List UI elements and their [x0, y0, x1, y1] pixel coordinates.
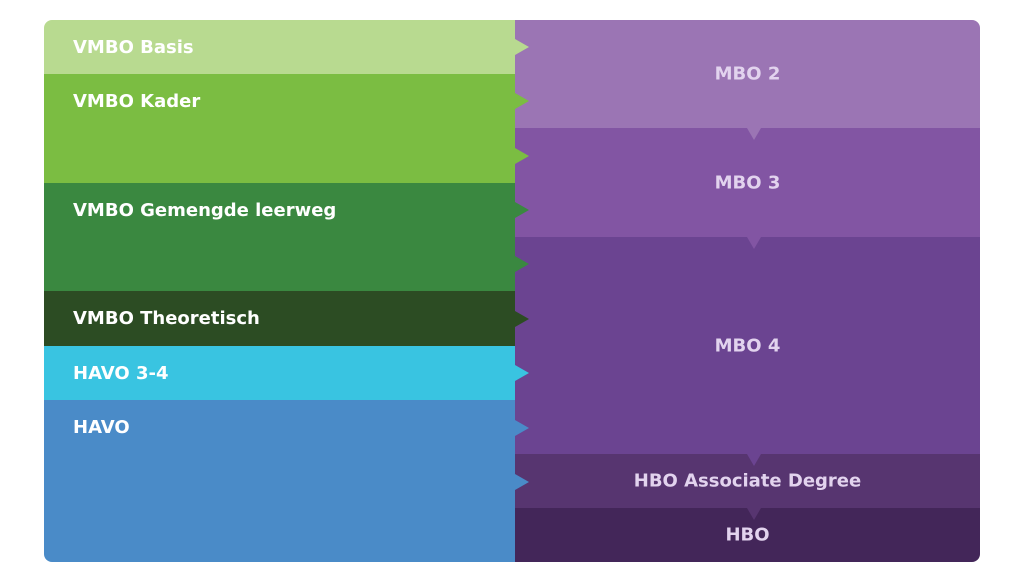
left-row-2: [44, 128, 515, 183]
right-arrow-icon: [515, 365, 529, 381]
left-row-label: HAVO: [73, 417, 130, 438]
right-block-1: MBO 3: [515, 128, 980, 237]
left-row-label: VMBO Basis: [73, 37, 194, 58]
down-arrow-icon: [747, 237, 761, 249]
right-block-0: MBO 2: [515, 20, 980, 128]
left-row-label: VMBO Kader: [73, 91, 201, 112]
right-block-label: MBO 3: [714, 172, 781, 193]
left-row-7: HAVO: [44, 400, 515, 562]
down-arrow-icon: [747, 454, 761, 466]
right-block-label: HBO Associate Degree: [633, 470, 862, 492]
right-arrow-icon: [515, 202, 529, 218]
right-arrow-icon: [515, 310, 529, 327]
right-arrow-icon: [515, 39, 529, 55]
left-row-6: HAVO 3-4: [44, 346, 515, 400]
down-arrow-icon: [747, 128, 761, 140]
right-arrow-icon: [515, 147, 529, 164]
left-row-4: [44, 237, 515, 291]
right-block-label: MBO 2: [714, 63, 781, 85]
right-block-label: MBO 4: [714, 335, 781, 356]
right-arrow-icon: [515, 93, 529, 109]
left-row-3: VMBO Gemengde leerweg: [44, 183, 515, 237]
right-block-label: HBO: [725, 524, 770, 546]
down-arrow-icon: [747, 508, 761, 520]
right-arrow-icon: [515, 474, 529, 490]
left-row-0: VMBO Basis: [44, 20, 515, 74]
right-arrow-icon: [515, 420, 529, 436]
right-arrow-icon: [515, 256, 529, 272]
left-row-label: VMBO Gemengde leerweg: [73, 200, 337, 221]
left-row-5: VMBO Theoretisch: [44, 291, 515, 346]
left-row-label: HAVO 3-4: [73, 363, 169, 384]
left-row-1: VMBO Kader: [44, 74, 515, 128]
left-row-label: VMBO Theoretisch: [73, 308, 260, 329]
right-block-2: MBO 4: [515, 237, 980, 454]
